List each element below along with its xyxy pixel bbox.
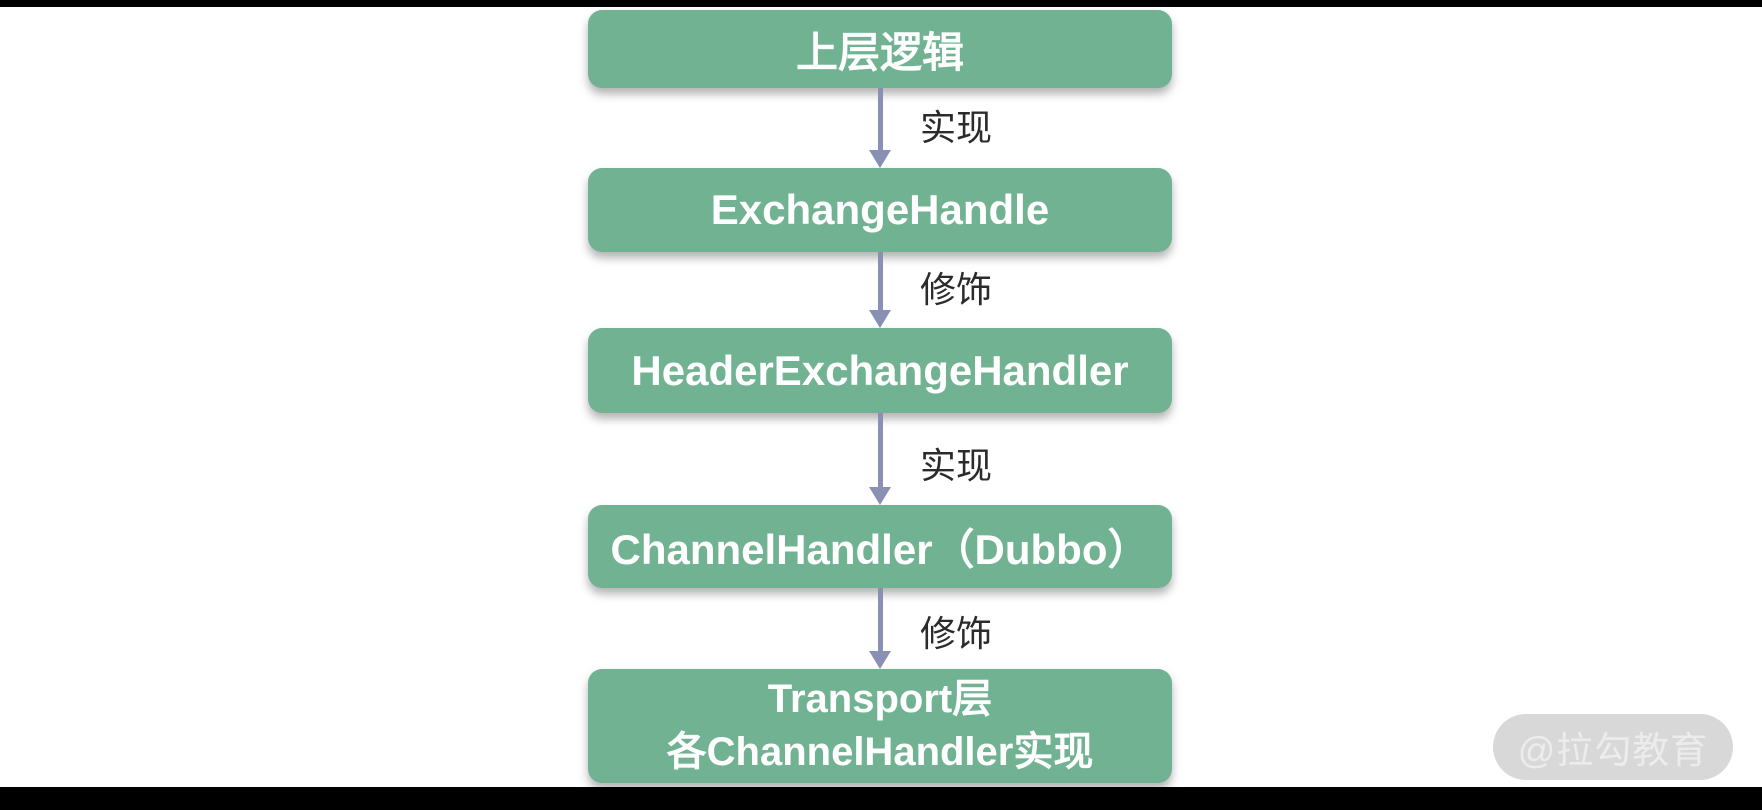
down-arrow-icon (869, 310, 891, 328)
edge-label-decorate: 修饰 (920, 613, 993, 654)
edge-label-implement: 实现 (920, 107, 993, 148)
watermark-badge: @拉勾教育 (1493, 714, 1733, 780)
edge-label-implement: 实现 (920, 445, 993, 486)
node-label: ExchangeHandle (710, 186, 1050, 233)
flow-node-exchange-handle: ExchangeHandle (588, 168, 1172, 252)
node-label: ChannelHandler（Dubbo） (610, 526, 1150, 573)
down-arrow-icon (869, 150, 891, 168)
node-label: 上层逻辑 (795, 28, 964, 76)
flow-node-upper-logic: 上层逻辑 (588, 10, 1172, 88)
down-arrow-icon (878, 413, 883, 488)
down-arrow-icon (878, 252, 883, 311)
down-arrow-icon (869, 487, 891, 505)
down-arrow-icon (869, 651, 891, 669)
letterbox-bottom-bar (0, 787, 1762, 810)
flow-node-channel-handler-dubbo: ChannelHandler（Dubbo） (588, 505, 1172, 588)
flow-node-transport-layer: Transport层 各ChannelHandler实现 (588, 669, 1172, 783)
flow-node-header-exchange-handler: HeaderExchangeHandler (588, 328, 1172, 413)
edge-label-decorate: 修饰 (920, 269, 993, 310)
node-label: HeaderExchangeHandler (631, 346, 1129, 394)
watermark-text: @拉勾教育 (1517, 730, 1709, 771)
down-arrow-icon (878, 88, 883, 151)
letterbox-top-bar (0, 0, 1762, 7)
node-label: Transport层 各ChannelHandler实现 (666, 677, 1094, 774)
down-arrow-icon (878, 588, 883, 652)
